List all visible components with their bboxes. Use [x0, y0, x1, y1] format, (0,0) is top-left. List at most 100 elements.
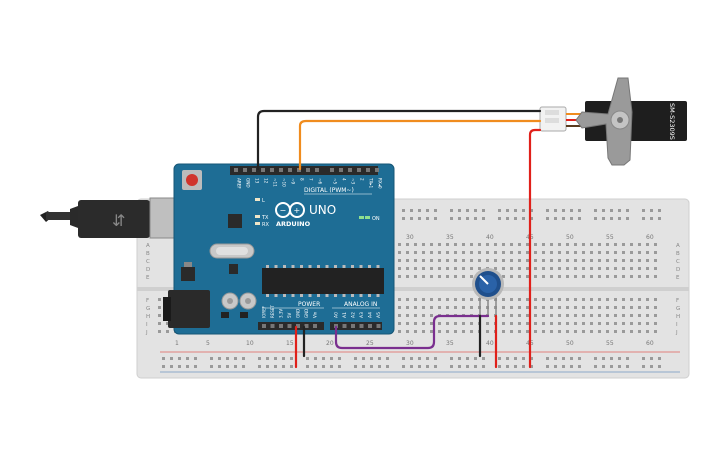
breadboard-hole[interactable]	[518, 243, 521, 246]
breadboard-hole[interactable]	[430, 314, 433, 317]
rail-hole[interactable]	[554, 357, 557, 360]
breadboard-hole[interactable]	[478, 267, 481, 270]
breadboard-hole[interactable]	[614, 298, 617, 301]
rail-hole[interactable]	[426, 209, 429, 212]
breadboard-hole[interactable]	[630, 243, 633, 246]
breadboard-hole[interactable]	[462, 251, 465, 254]
rail-hole[interactable]	[530, 365, 533, 368]
breadboard-hole[interactable]	[158, 314, 161, 317]
breadboard-hole[interactable]	[550, 298, 553, 301]
breadboard-hole[interactable]	[606, 243, 609, 246]
rail-hole[interactable]	[594, 217, 597, 220]
breadboard-hole[interactable]	[526, 330, 529, 333]
breadboard-hole[interactable]	[414, 267, 417, 270]
breadboard-hole[interactable]	[542, 322, 545, 325]
rail-hole[interactable]	[514, 217, 517, 220]
breadboard-hole[interactable]	[518, 259, 521, 262]
power-pin[interactable]	[313, 324, 317, 328]
breadboard-hole[interactable]	[622, 259, 625, 262]
rail-hole[interactable]	[602, 365, 605, 368]
breadboard-hole[interactable]	[454, 267, 457, 270]
digital-pin[interactable]	[330, 168, 334, 172]
breadboard-hole[interactable]	[406, 314, 409, 317]
breadboard-hole[interactable]	[550, 322, 553, 325]
breadboard-hole[interactable]	[606, 251, 609, 254]
rail-hole[interactable]	[498, 217, 501, 220]
rail-hole[interactable]	[226, 365, 229, 368]
digital-pin[interactable]	[315, 168, 319, 172]
breadboard-hole[interactable]	[438, 251, 441, 254]
rail-hole[interactable]	[530, 217, 533, 220]
breadboard-hole[interactable]	[510, 322, 513, 325]
breadboard-hole[interactable]	[654, 330, 657, 333]
rail-hole[interactable]	[426, 365, 429, 368]
breadboard-hole[interactable]	[414, 259, 417, 262]
breadboard-hole[interactable]	[414, 322, 417, 325]
breadboard-hole[interactable]	[414, 298, 417, 301]
breadboard-hole[interactable]	[606, 330, 609, 333]
breadboard-hole[interactable]	[446, 275, 449, 278]
breadboard-hole[interactable]	[158, 298, 161, 301]
rail-hole[interactable]	[306, 365, 309, 368]
rail-hole[interactable]	[338, 365, 341, 368]
rail-hole[interactable]	[186, 365, 189, 368]
breadboard-hole[interactable]	[398, 322, 401, 325]
breadboard-hole[interactable]	[430, 322, 433, 325]
breadboard-hole[interactable]	[606, 322, 609, 325]
breadboard-hole[interactable]	[654, 275, 657, 278]
breadboard-hole[interactable]	[582, 259, 585, 262]
breadboard-hole[interactable]	[502, 306, 505, 309]
rail-hole[interactable]	[162, 357, 165, 360]
breadboard-hole[interactable]	[614, 322, 617, 325]
breadboard-hole[interactable]	[590, 251, 593, 254]
breadboard-hole[interactable]	[590, 267, 593, 270]
breadboard-hole[interactable]	[438, 275, 441, 278]
rail-hole[interactable]	[210, 365, 213, 368]
breadboard-hole[interactable]	[606, 306, 609, 309]
breadboard-hole[interactable]	[638, 306, 641, 309]
rail-hole[interactable]	[546, 217, 549, 220]
rail-hole[interactable]	[322, 365, 325, 368]
breadboard-hole[interactable]	[566, 330, 569, 333]
rail-hole[interactable]	[402, 217, 405, 220]
rail-hole[interactable]	[618, 209, 621, 212]
breadboard-hole[interactable]	[614, 243, 617, 246]
breadboard-hole[interactable]	[646, 322, 649, 325]
breadboard-hole[interactable]	[430, 259, 433, 262]
analog-pin[interactable]	[376, 324, 381, 328]
rail-hole[interactable]	[322, 357, 325, 360]
breadboard-hole[interactable]	[622, 275, 625, 278]
breadboard-hole[interactable]	[614, 330, 617, 333]
breadboard-hole[interactable]	[430, 251, 433, 254]
breadboard-hole[interactable]	[518, 267, 521, 270]
breadboard-hole[interactable]	[398, 306, 401, 309]
rail-hole[interactable]	[626, 365, 629, 368]
breadboard-hole[interactable]	[398, 330, 401, 333]
rail-hole[interactable]	[234, 357, 237, 360]
rail-hole[interactable]	[506, 217, 509, 220]
digital-pin[interactable]	[288, 168, 292, 172]
rail-hole[interactable]	[450, 365, 453, 368]
breadboard-hole[interactable]	[558, 330, 561, 333]
rail-hole[interactable]	[642, 217, 645, 220]
rail-hole[interactable]	[482, 209, 485, 212]
breadboard-hole[interactable]	[398, 298, 401, 301]
rail-hole[interactable]	[266, 365, 269, 368]
breadboard-hole[interactable]	[534, 298, 537, 301]
breadboard-hole[interactable]	[622, 306, 625, 309]
breadboard-hole[interactable]	[446, 267, 449, 270]
digital-pin[interactable]	[243, 168, 247, 172]
breadboard-hole[interactable]	[502, 322, 505, 325]
breadboard-hole[interactable]	[398, 275, 401, 278]
breadboard-hole[interactable]	[422, 298, 425, 301]
rail-hole[interactable]	[522, 209, 525, 212]
rail-hole[interactable]	[242, 365, 245, 368]
breadboard-hole[interactable]	[534, 267, 537, 270]
breadboard-hole[interactable]	[582, 322, 585, 325]
rail-hole[interactable]	[466, 217, 469, 220]
rail-hole[interactable]	[658, 365, 661, 368]
breadboard-hole[interactable]	[510, 251, 513, 254]
rail-hole[interactable]	[194, 357, 197, 360]
breadboard-hole[interactable]	[614, 267, 617, 270]
breadboard-hole[interactable]	[406, 251, 409, 254]
